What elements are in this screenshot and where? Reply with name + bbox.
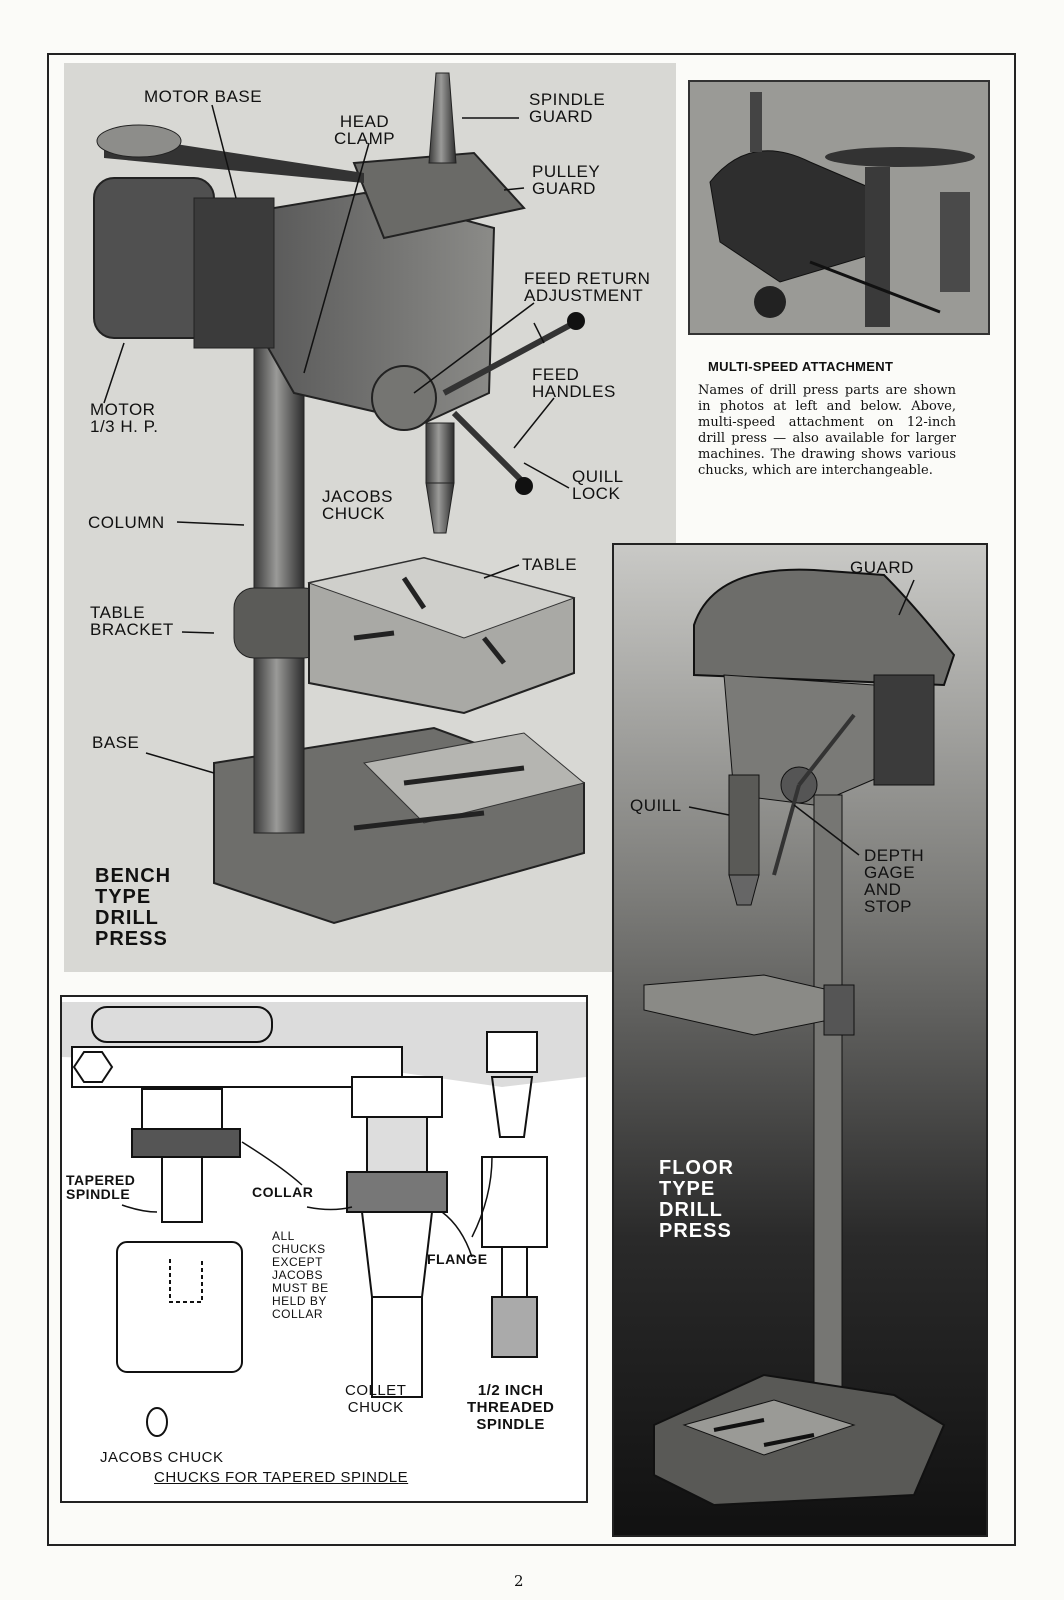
label-motor: MOTOR 1/3 H. P.	[90, 400, 159, 436]
bench-drill-press-illustration	[93, 72, 586, 925]
label-pulley-guard: PULLEY GUARD	[532, 162, 601, 198]
label-feed-handles: FEED HANDLES	[532, 365, 616, 401]
label-collar: COLLAR	[252, 1184, 314, 1200]
multi-speed-title: MULTI-SPEED ATTACHMENT	[708, 359, 894, 374]
label-motor-base: MOTOR BASE	[144, 87, 263, 106]
label-head-clamp: HEAD CLAMP	[334, 112, 396, 148]
bench-type-title: BENCH TYPE DRILL PRESS	[95, 865, 172, 950]
page-number: 2	[514, 1572, 524, 1590]
multi-speed-attachment-photo	[688, 80, 990, 335]
label-all-chucks-note: ALL CHUCKS EXCEPT JACOBS MUST BE HELD BY…	[272, 1229, 329, 1321]
multi-speed-illustration	[690, 82, 988, 333]
label-collet-chuck: COLLET CHUCK	[345, 1382, 407, 1416]
label-table: TABLE	[522, 555, 578, 574]
chucks-diagram: TAPERED SPINDLE COLLAR ALL CHUCKS EXCEPT…	[60, 995, 588, 1503]
label-base: BASE	[92, 733, 140, 752]
label-feed-return-adjustment: FEED RETURN ADJUSTMENT	[524, 269, 651, 305]
label-flange: FLANGE	[427, 1251, 488, 1267]
label-tapered-spindle: TAPERED SPINDLE	[66, 1172, 136, 1202]
floor-drill-press-illustration	[643, 568, 956, 1507]
chucks-caption: CHUCKS FOR TAPERED SPINDLE	[154, 1469, 409, 1486]
label-column: COLUMN	[88, 513, 165, 532]
label-depth-gage-and-stop: DEPTH GAGE AND STOP	[864, 846, 925, 916]
floor-type-title: FLOOR TYPE DRILL PRESS	[659, 1157, 734, 1242]
label-table-bracket: TABLE BRACKET	[90, 603, 174, 639]
label-spindle-guard: SPINDLE GUARD	[529, 90, 606, 126]
bench-drill-press-photo: MOTOR BASE HEAD CLAMP SPINDLE GUARD PULL…	[64, 63, 676, 972]
label-jacobs-chuck: JACOBS CHUCK	[322, 487, 394, 523]
label-guard: GUARD	[850, 558, 914, 577]
label-quill-lock: QUILL LOCK	[572, 467, 624, 503]
floor-drill-press-photo: GUARD QUILL DEPTH GAGE AND STOP FLOOR TY…	[612, 543, 988, 1537]
label-quill: QUILL	[630, 796, 682, 815]
chucks-line-drawing	[62, 1002, 586, 1437]
page-frame	[47, 53, 1016, 1546]
multi-speed-caption: Names of drill press parts are shown in …	[698, 383, 956, 478]
label-jacobs-chuck-drawing: JACOBS CHUCK	[100, 1449, 224, 1466]
label-threaded-spindle: 1/2 INCH THREADED SPINDLE	[467, 1382, 555, 1433]
